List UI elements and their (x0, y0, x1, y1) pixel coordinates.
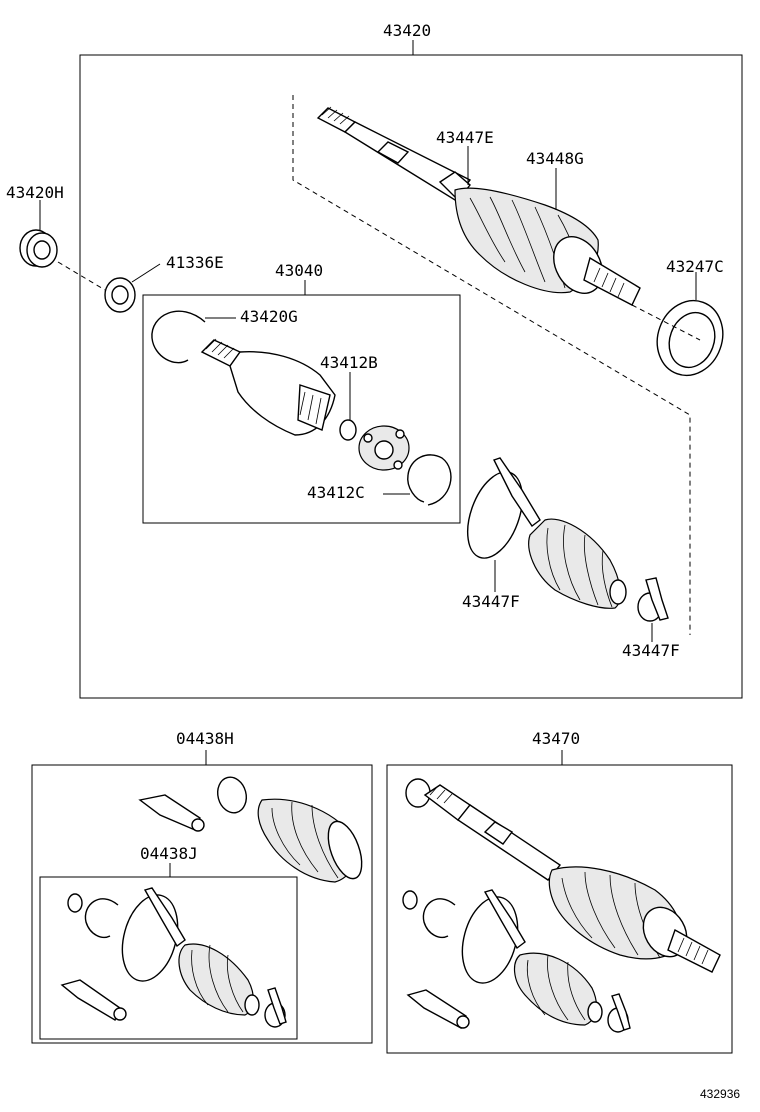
outer-axle-shaft (316, 106, 641, 306)
label-43420: 43420 (383, 21, 431, 40)
label-43447F-a: 43447F (462, 592, 520, 611)
kit-04438H: 04438H 04438J (31, 729, 373, 1044)
kit-04438H-frame (31, 764, 373, 1044)
figure-number: 432936 (700, 1087, 740, 1101)
assembly-43420-frame (79, 54, 743, 699)
label-04438J: 04438J (140, 844, 198, 863)
label-43412B: 43412B (320, 353, 378, 372)
shaft-43470: 43470 (386, 729, 733, 1054)
kit-04438J-frame (39, 876, 298, 1040)
shaft-dashed-outline (292, 95, 691, 635)
label-43448G: 43448G (526, 149, 584, 168)
label-43412C: 43412C (307, 483, 365, 502)
label-04438H: 04438H (176, 729, 234, 748)
shaft-43470-frame (386, 764, 733, 1054)
label-43040: 43040 (275, 261, 323, 280)
label-43420G: 43420G (240, 307, 298, 326)
seal-43247C (631, 299, 724, 377)
label-43447E: 43447E (436, 128, 494, 147)
kit-04438J: 04438J (39, 844, 298, 1040)
label-43447F-b: 43447F (622, 641, 680, 660)
label-43470: 43470 (532, 729, 580, 748)
label-43247C: 43247C (666, 257, 724, 276)
inboard-joint-frame (142, 294, 461, 524)
label-41336E: 41336E (166, 253, 224, 272)
inboard-boot-and-clamps (466, 457, 669, 622)
inboard-joint-43040: 43040 43420G 4341 (142, 261, 461, 524)
nut-43420H: 43420H (6, 183, 64, 268)
label-43420H: 43420H (6, 183, 64, 202)
washer-41336E (104, 277, 136, 313)
assembly-43420: 43420 (57, 21, 743, 699)
